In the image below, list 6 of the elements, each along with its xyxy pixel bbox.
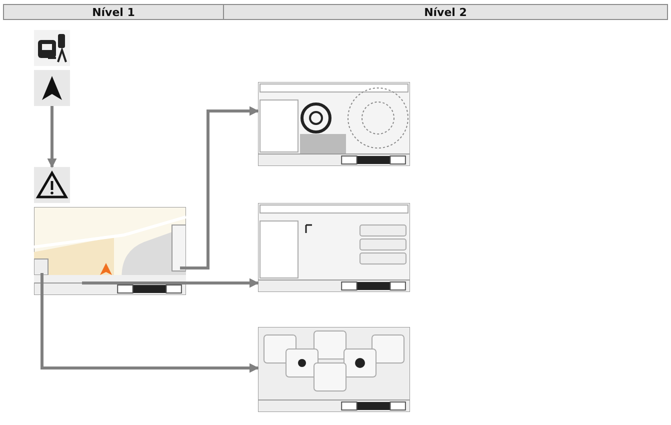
- arrow: [180, 106, 259, 270]
- arrow: [82, 278, 259, 288]
- arrow: [47, 106, 57, 168]
- arrow: [40, 273, 259, 373]
- column-header: Nível 1: [3, 4, 224, 20]
- column-header: Nível 2: [223, 4, 668, 20]
